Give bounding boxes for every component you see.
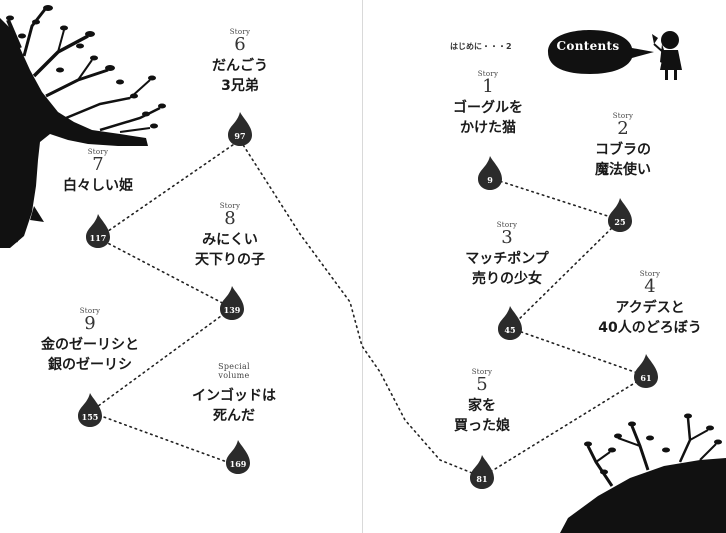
tree-branch-icon (560, 413, 726, 533)
special-volume[interactable]: Special volume インゴッドは 死んだ (184, 362, 284, 426)
special-title: インゴッドは 死んだ (192, 388, 276, 424)
story-kicker: Story (87, 148, 109, 156)
page-number: 155 (82, 412, 99, 422)
page-number: 9 (487, 175, 493, 185)
story-number: 6 (234, 34, 246, 55)
story-number: 7 (92, 154, 104, 175)
story-4[interactable]: Story 4 アクデスと 40人のどろぼう (584, 270, 716, 338)
story-kicker: Story (477, 70, 499, 78)
story-title: アクデスと 40人のどろぼう (598, 300, 702, 336)
flame-drop-icon[interactable]: 139 (220, 286, 244, 320)
story-number: 4 (644, 276, 656, 297)
flame-drop-icon[interactable]: 9 (478, 156, 502, 190)
girl-silhouette-icon (652, 31, 682, 80)
story-kicker: Story (639, 270, 661, 278)
story-title: 白々しい姫 (63, 178, 133, 194)
story-2[interactable]: Story 2 コブラの 魔法使い (578, 112, 668, 180)
tree-branch-icon (0, 5, 166, 248)
story-number: 2 (617, 118, 629, 139)
story-9[interactable]: Story 9 金のゼーリシと 銀のゼーリシ (30, 307, 150, 375)
story-number: 3 (501, 227, 513, 248)
story-title: だんごう 3兄弟 (212, 58, 268, 94)
story-kicker: Story (471, 368, 493, 376)
page-number: 97 (234, 131, 245, 141)
story-number: 8 (224, 208, 236, 229)
flame-drop-icon[interactable]: 97 (228, 112, 252, 146)
special-kicker: Special volume (218, 362, 250, 380)
story-7[interactable]: Story 7 白々しい姫 (50, 148, 146, 196)
page-number: 81 (476, 474, 487, 484)
page-number: 117 (90, 233, 107, 243)
story-title: 金のゼーリシと 銀のゼーリシ (41, 337, 139, 373)
story-6[interactable]: Story 6 だんごう 3兄弟 (196, 28, 284, 96)
story-8[interactable]: Story 8 みにくい 天下りの子 (180, 202, 280, 270)
flame-drop-icon[interactable]: 45 (498, 306, 522, 340)
story-title: マッチポンプ 売りの少女 (465, 251, 549, 287)
page-number: 25 (614, 217, 625, 227)
flame-drop-icon[interactable]: 81 (470, 455, 494, 489)
story-path (88, 138, 648, 478)
story-kicker: Story (229, 28, 251, 36)
story-title: コブラの 魔法使い (595, 142, 651, 178)
story-5[interactable]: Story 5 家を 買った娘 (440, 368, 524, 436)
story-kicker: Story (612, 112, 634, 120)
page-number: 45 (504, 325, 515, 335)
story-1[interactable]: Story 1 ゴーグルを かけた猫 (446, 70, 530, 138)
page-number: 169 (230, 459, 247, 469)
story-number: 1 (482, 76, 494, 97)
story-kicker: Story (496, 221, 518, 229)
story-3[interactable]: Story 3 マッチポンプ 売りの少女 (450, 221, 564, 289)
story-number: 5 (476, 374, 488, 395)
flame-drop-icon[interactable]: 155 (78, 393, 102, 427)
story-title: みにくい 天下りの子 (195, 232, 265, 268)
contents-heading: Contents (556, 39, 620, 53)
story-kicker: Story (79, 307, 101, 315)
page-gutter (362, 0, 363, 533)
story-number: 9 (84, 313, 96, 334)
speech-bubble-icon (548, 30, 654, 74)
story-title: ゴーグルを かけた猫 (453, 100, 523, 136)
flame-drop-icon[interactable]: 61 (634, 354, 658, 388)
flame-drop-icon[interactable]: 25 (608, 198, 632, 232)
flame-drop-icon[interactable]: 169 (226, 440, 250, 474)
page-number: 61 (640, 373, 651, 383)
story-title: 家を 買った娘 (454, 398, 510, 434)
intro-link[interactable]: はじめに・・・2 (450, 42, 512, 51)
story-kicker: Story (219, 202, 241, 210)
flame-drop-icon[interactable]: 117 (86, 214, 110, 248)
page-number: 139 (224, 305, 241, 315)
